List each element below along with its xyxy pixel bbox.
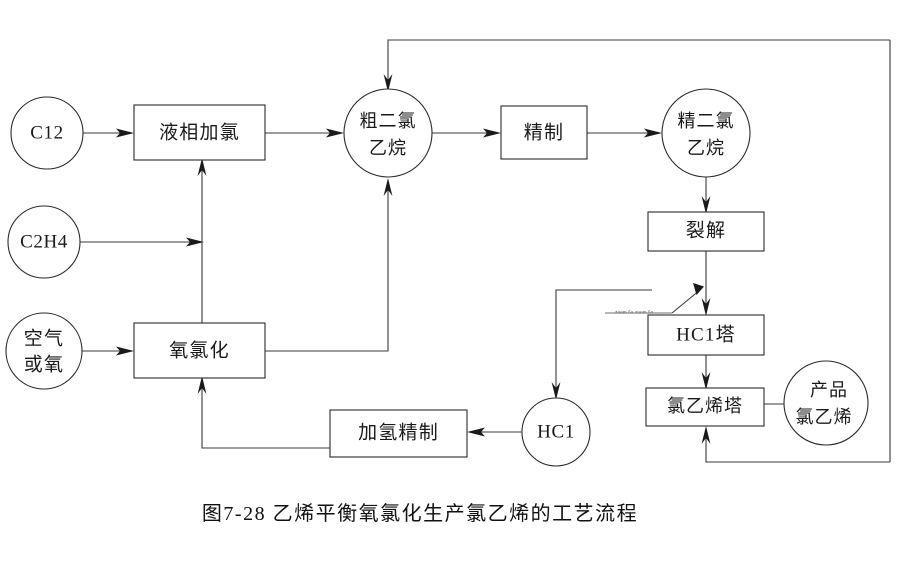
hcl-tower-box (647, 314, 765, 356)
pure-dichloroethane-label-line1: 精二氯 (678, 111, 735, 131)
edge-refining-to-pure-edc (587, 128, 662, 138)
edge-hcl-tower-to-vcm-tower (701, 355, 711, 390)
oxychlorination-box (133, 322, 266, 379)
edge-bottom-recycle-to-vcm-tower (701, 426, 890, 463)
cl2-circle (10, 96, 84, 170)
edge-hcl-tower-to-hcl: zoom 5x zoom 5x (551, 283, 704, 400)
vcm-tower-box (645, 387, 765, 427)
edge-liquid-chlorination-to-crude-edc (265, 128, 344, 138)
node-hydrogenation-refining[interactable]: 加氢精制 (329, 409, 468, 458)
crude-dichloroethane-circle (343, 88, 433, 178)
node-cracking[interactable]: 裂解 (647, 211, 765, 252)
oxychlorination-label: 氧氯化 (169, 339, 230, 361)
node-c2h4[interactable]: C2H4 (7, 205, 81, 279)
hcl-label: HC1 (537, 421, 575, 442)
product-vcm-label-line2: 氯乙烯 (796, 407, 853, 427)
node-crude-dichloroethane[interactable]: 粗二氯 乙烷 (343, 88, 433, 178)
diagram-caption: 图7-28 乙烯平衡氧氯化生产氯乙烯的工艺流程 (202, 502, 638, 525)
vcm-tower-label: 氯乙烯塔 (667, 396, 743, 416)
hcl-tower-label: HC1塔 (676, 323, 736, 345)
refining-label: 精制 (524, 121, 564, 143)
edge-oxychlorination-to-crude-edc (265, 178, 393, 352)
product-vcm-circle (783, 360, 869, 446)
air-or-oxygen-circle (5, 312, 83, 390)
cl2-label: C12 (30, 122, 63, 143)
liquid-phase-chlorination-label: 液相加氯 (159, 121, 240, 143)
c2h4-label: C2H4 (20, 231, 68, 252)
edge-cracking-to-hcl-tower (701, 251, 711, 316)
node-product-vcm[interactable]: 产品 氯乙烯 (783, 360, 869, 446)
edge-c2h4-to-liquid-chlorination (80, 158, 207, 323)
node-hcl[interactable]: HC1 (521, 397, 591, 467)
node-oxychlorination[interactable]: 氧氯化 (133, 322, 266, 379)
node-hcl-tower[interactable]: HC1塔 (647, 314, 765, 356)
zoom-artifact-label: zoom 5x zoom 5x (615, 310, 654, 315)
node-air-or-oxygen[interactable]: 空气 或氧 (5, 312, 83, 390)
hydrogenation-refining-label: 加氢精制 (358, 421, 439, 443)
node-liquid-phase-chlorination[interactable]: 液相加氯 (133, 104, 266, 161)
cracking-box (647, 211, 765, 252)
node-cl2[interactable]: C12 (10, 96, 84, 170)
edge-pure-edc-to-cracking (701, 177, 711, 214)
air-or-oxygen-label-line2: 或氧 (24, 353, 64, 375)
liquid-phase-chlorination-box (133, 104, 266, 161)
air-or-oxygen-label-line1: 空气 (24, 327, 64, 349)
edge-crude-edc-to-refining (432, 128, 501, 138)
cracking-label: 裂解 (686, 219, 726, 241)
node-refining[interactable]: 精制 (500, 105, 588, 160)
hcl-circle (521, 397, 591, 467)
crude-dichloroethane-label-line1: 粗二氯 (360, 111, 417, 131)
pure-dichloroethane-label-line2: 乙烷 (687, 138, 725, 158)
crude-dichloroethane-label-line2: 乙烷 (369, 138, 407, 158)
hydrogenation-refining-box (329, 409, 468, 458)
edge-cl2-to-liquid-chlorination (83, 128, 134, 138)
edge-hydrogenation-to-oxychlorination (197, 376, 330, 449)
edge-air-to-oxychlorination (82, 346, 134, 356)
c2h4-circle (7, 205, 81, 279)
node-vcm-tower[interactable]: 氯乙烯塔 (645, 387, 765, 427)
edge-hcl-to-hydrogenation (467, 427, 522, 437)
pure-dichloroethane-circle (661, 88, 751, 178)
edge-top-recycle-to-crude-edc (383, 39, 890, 92)
node-pure-dichloroethane[interactable]: 精二氯 乙烷 (661, 88, 751, 178)
product-vcm-label-line1: 产品 (810, 380, 848, 400)
refining-box (500, 105, 588, 160)
